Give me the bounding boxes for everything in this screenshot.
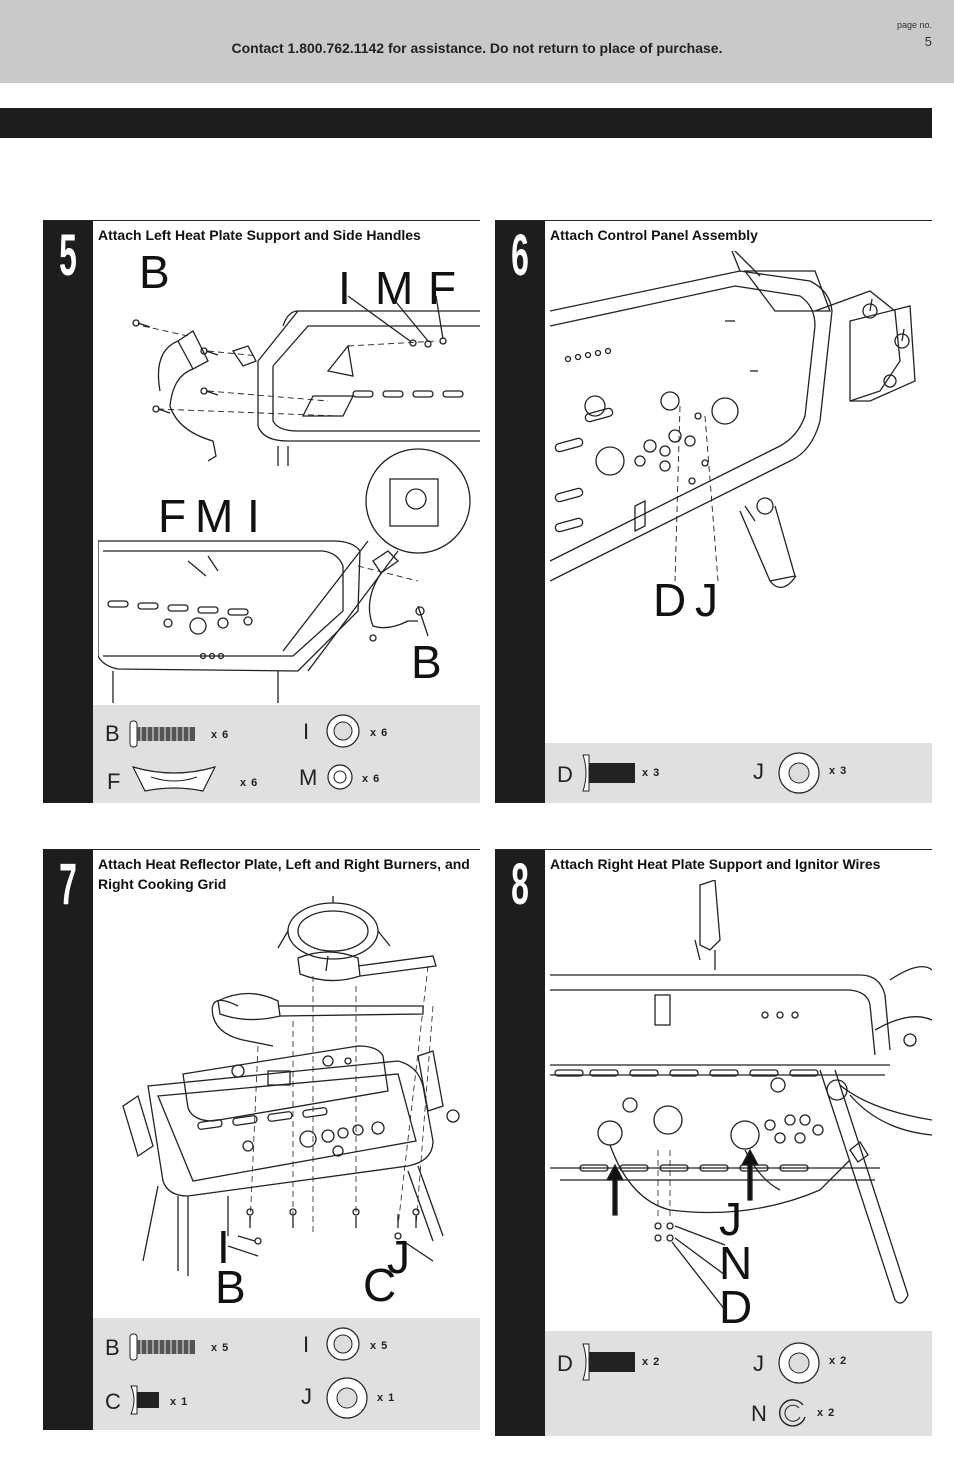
step-sidebar: 8 xyxy=(495,850,545,1436)
step-number: 5 xyxy=(59,223,77,288)
callout-letter: N xyxy=(719,1237,753,1289)
part-letter: J xyxy=(753,1351,764,1376)
part-letter: D xyxy=(557,762,573,787)
step-sidebar: 6 xyxy=(495,221,545,803)
washer-icon xyxy=(325,1376,369,1420)
part-letter: C xyxy=(105,1389,121,1414)
part-quantity: x 2 xyxy=(642,1356,661,1368)
page-number-label: page no. xyxy=(896,20,932,30)
section-bar xyxy=(0,108,932,138)
split-ring-icon xyxy=(777,1397,809,1429)
step-8-panel: 8 Attach Right Heat Plate Support and Ig… xyxy=(495,849,932,1436)
page-number: 5 xyxy=(924,34,932,49)
step-sidebar: 5 xyxy=(43,221,93,803)
screw-icon xyxy=(581,1342,637,1382)
callout-letter: J xyxy=(387,1231,410,1283)
part-letter: M xyxy=(299,765,318,790)
parts-list: B x 5 I x 5 C x 1 J x 1 xyxy=(93,1318,480,1430)
callout-letter: I xyxy=(217,1221,230,1273)
step-5-diagram xyxy=(98,251,480,703)
step-title: Attach Right Heat Plate Support and Igni… xyxy=(550,856,881,872)
page-header: Contact 1.800.762.1142 for assistance. D… xyxy=(0,0,954,83)
callout-letter: F xyxy=(428,262,457,314)
step-8-diagram xyxy=(550,880,932,1330)
bolt-icon xyxy=(129,719,199,749)
callout-letter: F xyxy=(158,490,187,542)
step-number: 7 xyxy=(59,852,77,917)
part-quantity: x 6 xyxy=(370,727,389,739)
callout-letter: M xyxy=(195,490,234,542)
callout-letter: B xyxy=(411,636,442,688)
washer-icon xyxy=(325,1326,361,1362)
burner-reflector-illustration xyxy=(122,896,460,1276)
callout-letter: C xyxy=(363,1259,397,1311)
part-letter: J xyxy=(753,759,764,784)
parts-list: D x 2 J x 2 N x 2 xyxy=(545,1331,932,1436)
part-quantity: x 2 xyxy=(829,1355,848,1367)
step-number: 6 xyxy=(511,223,529,288)
part-quantity: x 3 xyxy=(829,765,848,777)
callout-letter: D xyxy=(653,574,687,626)
part-quantity: x 2 xyxy=(817,1407,836,1419)
washer-icon xyxy=(777,751,821,795)
step-5-panel: 5 Attach Left Heat Plate Support and Sid… xyxy=(43,220,480,803)
part-letter: F xyxy=(107,769,121,794)
part-letter: N xyxy=(751,1401,767,1426)
screw-icon xyxy=(581,753,637,793)
part-quantity: x 1 xyxy=(377,1392,396,1404)
lock-washer-icon xyxy=(326,763,354,791)
step-title: Attach Heat Reflector Plate, Left and Ri… xyxy=(98,856,470,892)
grill-side-handle-illustration xyxy=(98,295,480,703)
step-7-panel: 7 Attach Heat Reflector Plate, Left and … xyxy=(43,849,480,1430)
part-quantity: x 6 xyxy=(362,773,381,785)
control-panel-illustration xyxy=(550,251,916,588)
washer-icon xyxy=(777,1341,821,1385)
part-quantity: x 6 xyxy=(240,777,259,789)
short-bolt-icon xyxy=(129,1384,163,1416)
step-number: 8 xyxy=(511,852,529,917)
callout-letter: M xyxy=(375,262,414,314)
part-quantity: x 5 xyxy=(370,1340,389,1352)
part-quantity: x 3 xyxy=(642,767,661,779)
part-letter: I xyxy=(303,719,310,744)
step-title: Attach Left Heat Plate Support and Side … xyxy=(98,227,421,243)
parts-list: D x 3 J x 3 xyxy=(545,743,932,803)
washer-icon xyxy=(325,713,361,749)
spacer-icon xyxy=(131,763,217,795)
part-letter: D xyxy=(557,1351,573,1376)
part-letter: B xyxy=(105,721,120,746)
callout-letter: I xyxy=(247,490,260,542)
step-6-panel: 6 Attach Control Panel Assembly xyxy=(495,220,932,803)
part-letter: J xyxy=(301,1384,312,1409)
contact-text: Contact 1.800.762.1142 for assistance. D… xyxy=(231,40,723,56)
part-quantity: x 6 xyxy=(211,729,230,741)
callout-letter: J xyxy=(719,1193,742,1245)
bolt-icon xyxy=(129,1332,199,1362)
step-title: Attach Control Panel Assembly xyxy=(550,227,758,243)
step-6-diagram xyxy=(550,251,932,721)
callout-letter: B xyxy=(215,1261,246,1313)
part-quantity: x 1 xyxy=(170,1396,189,1408)
step-7-diagram xyxy=(98,896,480,1316)
part-letter: I xyxy=(303,1332,310,1357)
part-letter: B xyxy=(105,1335,120,1360)
callout-letter: D xyxy=(719,1281,753,1333)
callout-letter: B xyxy=(139,246,170,298)
step-sidebar: 7 xyxy=(43,850,93,1430)
ignitor-wires-illustration xyxy=(550,880,932,1311)
part-quantity: x 5 xyxy=(211,1342,230,1354)
parts-list: B x 6 I x 6 F x 6 M x 6 xyxy=(93,705,480,803)
callout-letter: J xyxy=(695,574,718,626)
callout-letter: I xyxy=(338,262,351,314)
